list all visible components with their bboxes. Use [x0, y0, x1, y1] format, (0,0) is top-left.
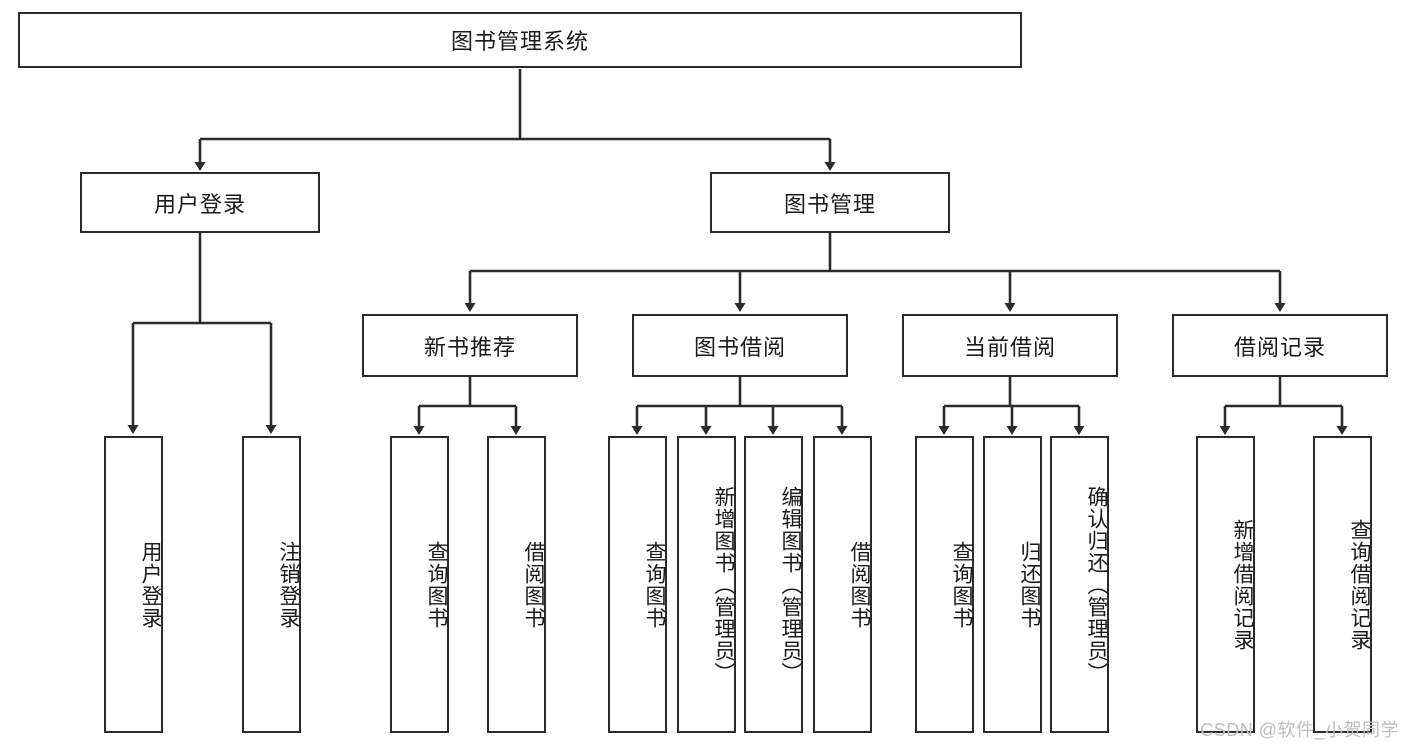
leaf-borrow-query-book[interactable]: 查询图书	[608, 436, 667, 733]
leaf-label: 新增图书（管理员）	[712, 485, 735, 684]
node-book-borrow[interactable]: 图书借阅	[632, 314, 848, 377]
node-book-borrow-label: 图书借阅	[693, 334, 786, 360]
node-root[interactable]: 图书管理系统	[18, 12, 1022, 68]
leaf-borrow-edit-book[interactable]: 编辑图书（管理员）	[744, 436, 803, 733]
leaf-label: 查询图书	[425, 540, 448, 629]
node-new-book-recommend[interactable]: 新书推荐	[362, 314, 578, 377]
leaf-borrow-borrow-book[interactable]: 借阅图书	[813, 436, 872, 733]
leaf-borrow-add-book[interactable]: 新增图书（管理员）	[677, 436, 736, 733]
leaf-label: 借阅图书	[522, 540, 545, 629]
node-user-login[interactable]: 用户登录	[80, 172, 320, 233]
node-book-management[interactable]: 图书管理	[710, 172, 950, 233]
leaf-recommend-borrow-book[interactable]: 借阅图书	[487, 436, 546, 733]
node-borrow-record[interactable]: 借阅记录	[1172, 314, 1388, 377]
node-current-borrow-label: 当前借阅	[963, 334, 1056, 360]
leaf-current-query-book[interactable]: 查询图书	[915, 436, 974, 733]
leaf-user-login-login[interactable]: 用户登录	[104, 436, 163, 733]
leaf-label: 用户登录	[139, 540, 162, 629]
leaf-label: 借阅图书	[848, 540, 871, 629]
node-book-management-label: 图书管理	[783, 191, 876, 217]
leaf-label: 查询图书	[950, 540, 973, 629]
leaf-label: 归还图书	[1018, 540, 1041, 629]
leaf-record-query-record[interactable]: 查询借阅记录	[1313, 436, 1372, 733]
leaf-label: 确认归还（管理员）	[1085, 485, 1108, 684]
leaf-label: 注销登录	[277, 540, 300, 629]
node-current-borrow[interactable]: 当前借阅	[902, 314, 1118, 377]
node-new-book-recommend-label: 新书推荐	[423, 334, 516, 360]
leaf-label: 查询借阅记录	[1348, 518, 1371, 651]
leaf-record-add-record[interactable]: 新增借阅记录	[1196, 436, 1255, 733]
leaf-user-login-logout[interactable]: 注销登录	[242, 436, 301, 733]
node-borrow-record-label: 借阅记录	[1233, 334, 1326, 360]
leaf-label: 编辑图书（管理员）	[779, 485, 802, 684]
leaf-current-return-book[interactable]: 归还图书	[983, 436, 1042, 733]
leaf-label: 新增借阅记录	[1231, 518, 1254, 651]
leaf-current-confirm-return[interactable]: 确认归还（管理员）	[1050, 436, 1109, 733]
leaf-label: 查询图书	[643, 540, 666, 629]
node-root-label: 图书管理系统	[450, 29, 589, 54]
node-user-login-label: 用户登录	[153, 191, 246, 217]
leaf-recommend-query-book[interactable]: 查询图书	[390, 436, 449, 733]
